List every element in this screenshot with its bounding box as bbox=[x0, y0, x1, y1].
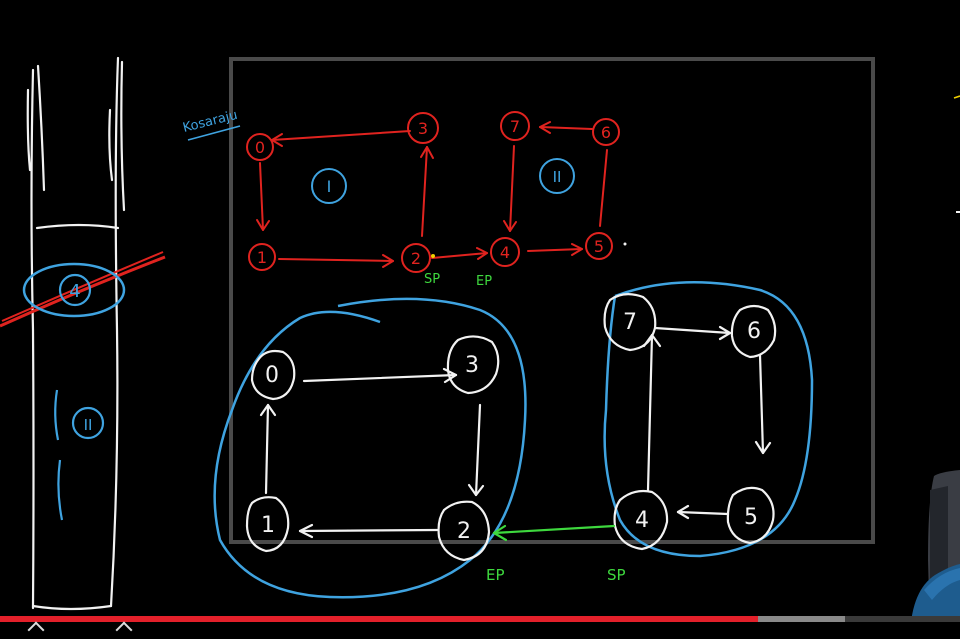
pillar-red-cut bbox=[0, 251, 166, 328]
red-node-label: 5 bbox=[594, 237, 604, 256]
white-node-label: 3 bbox=[465, 353, 479, 378]
pillar-node: 4 bbox=[22, 262, 126, 318]
white-node-label: 1 bbox=[261, 513, 275, 538]
video-progress-bar[interactable] bbox=[0, 616, 960, 622]
red-node-label: 0 bbox=[255, 138, 265, 157]
red-scc-markers bbox=[311, 158, 575, 204]
red-node-label: 2 bbox=[411, 249, 421, 268]
green-cross-edge bbox=[492, 524, 616, 542]
pillar-scc-label: II bbox=[84, 416, 93, 434]
red-sp-dot bbox=[431, 254, 435, 258]
white-ep-label: EP bbox=[486, 566, 505, 584]
right-edge-marks bbox=[953, 95, 960, 213]
pillar-scc-marker bbox=[54, 389, 105, 521]
scc-blue-outline-right bbox=[603, 281, 814, 558]
presenter-webcam bbox=[910, 470, 960, 634]
white-node-label: 0 bbox=[265, 363, 279, 388]
red-node-label: 4 bbox=[500, 243, 510, 262]
red-node-label: 3 bbox=[418, 119, 428, 138]
kosaraju-underline bbox=[187, 125, 241, 141]
white-node-label: 5 bbox=[744, 505, 758, 530]
white-node-label: 6 bbox=[747, 319, 761, 344]
white-node-labels: 0 3 1 2 7 6 4 5 bbox=[261, 310, 761, 544]
progress-played bbox=[0, 616, 759, 622]
red-node-label: 1 bbox=[257, 248, 267, 267]
white-node-label: 4 bbox=[635, 508, 649, 533]
red-sp-label: SP bbox=[424, 272, 440, 287]
white-node-label: 2 bbox=[457, 519, 471, 544]
red-dot bbox=[623, 242, 627, 246]
red-graph bbox=[246, 111, 620, 273]
white-sp-label: SP bbox=[607, 566, 626, 584]
pillar-drawing bbox=[26, 56, 126, 611]
white-graph bbox=[245, 293, 777, 562]
red-node-labels: 0 3 7 6 1 2 4 5 bbox=[255, 117, 611, 268]
pillar-node-label: 4 bbox=[69, 281, 80, 302]
slide-frame bbox=[229, 57, 875, 544]
red-node-label: 6 bbox=[601, 123, 611, 142]
red-node-label: 7 bbox=[510, 117, 520, 136]
red-scc-label-2: II bbox=[553, 168, 562, 186]
scc-blue-outline-left bbox=[213, 297, 527, 599]
white-node-label: 7 bbox=[623, 310, 637, 335]
red-ep-label: EP bbox=[476, 274, 492, 289]
player-controls-strip bbox=[0, 622, 960, 634]
red-scc-label-1: I bbox=[327, 177, 332, 196]
